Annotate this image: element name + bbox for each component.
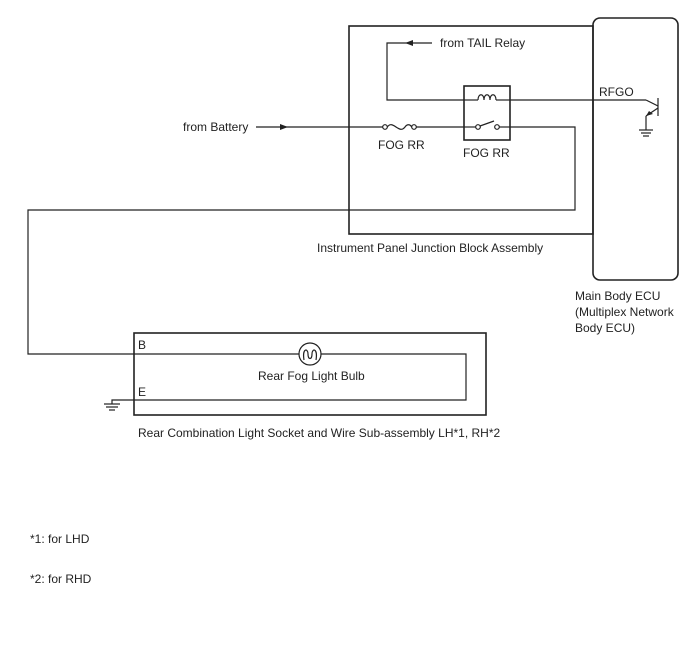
label-terminal-b: B <box>138 338 146 352</box>
label-ecu-line2: (Multiplex Network <box>575 305 675 319</box>
relay-box <box>463 85 511 141</box>
socket-assembly-box <box>133 332 487 416</box>
tail-relay-wire <box>386 40 464 101</box>
main-body-ecu-box <box>592 17 679 281</box>
label-socket-assembly: Rear Combination Light Socket and Wire S… <box>138 426 500 440</box>
label-relay: FOG RR <box>463 146 510 160</box>
fuse-icon <box>382 124 417 130</box>
ground-icon <box>639 129 653 137</box>
label-rfgo: RFGO <box>599 85 634 99</box>
label-from-tail-relay: from TAIL Relay <box>440 36 525 50</box>
battery-wire <box>256 124 383 130</box>
label-from-battery: from Battery <box>183 120 248 134</box>
label-fuse: FOG RR <box>378 138 425 152</box>
label-bulb: Rear Fog Light Bulb <box>258 369 365 383</box>
label-ecu-line1: Main Body ECU <box>575 289 660 303</box>
arrow-icon <box>280 124 288 130</box>
label-ecu-line3: Body ECU) <box>575 321 635 335</box>
ground-wire <box>111 399 134 404</box>
bulb-circuit-wire <box>134 353 467 401</box>
label-junction-block: Instrument Panel Junction Block Assembly <box>317 241 543 255</box>
relay-coil-icon <box>464 94 510 101</box>
transistor-icon <box>645 98 659 130</box>
ground-icon <box>104 403 120 411</box>
relay-switch-icon <box>464 120 510 130</box>
arrow-icon <box>405 40 413 46</box>
label-terminal-e: E <box>138 385 146 399</box>
note-rhd: *2: for RHD <box>30 572 92 586</box>
relay-output-wire <box>27 126 576 355</box>
note-lhd: *1: for LHD <box>30 532 90 546</box>
junction-block-box <box>348 25 594 235</box>
bulb-icon <box>298 342 322 366</box>
